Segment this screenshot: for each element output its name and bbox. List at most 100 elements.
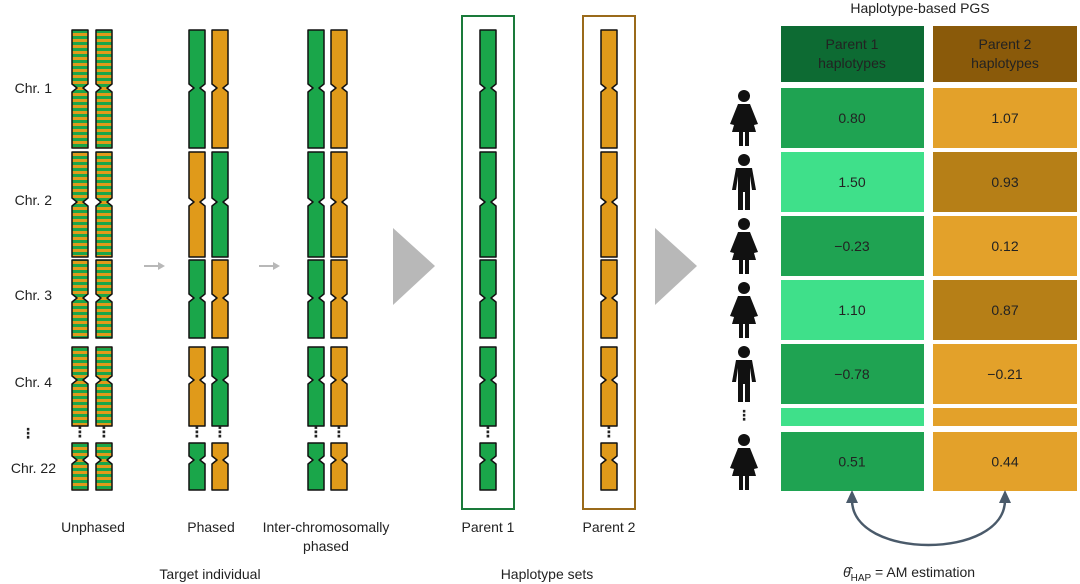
value-parent1-row-5: −0.78 — [834, 366, 870, 382]
chr-label-4: Chr. 4 — [15, 374, 53, 390]
header-parent1 — [781, 26, 924, 82]
parent1-chromosome-4 — [479, 346, 497, 427]
cell-parent2-gap — [933, 408, 1077, 426]
chr-label-3: Chr. 3 — [15, 287, 53, 303]
inter-phased-chromosome-1-b — [330, 29, 348, 149]
value-parent2-row-3: 0.12 — [991, 238, 1018, 254]
parent2-ellipsis: ⋮ — [602, 424, 617, 441]
parent1-chromosome-2 — [479, 151, 497, 258]
inter-phased-ellipsis-b: ⋮ — [332, 424, 347, 441]
person-female-icon-4 — [730, 282, 758, 338]
value-parent2-row-1: 1.07 — [991, 110, 1018, 126]
chr-label-22: Chr. 22 — [11, 460, 56, 476]
header-parent2-line2: haplotypes — [971, 55, 1039, 71]
unphased-chromosome-4-b — [95, 346, 113, 427]
stage-arrow-1 — [144, 262, 165, 270]
parent2-chromosome-1 — [600, 29, 618, 149]
chr-ellipsis: ⋮ — [21, 425, 35, 441]
label-haplotype-sets: Haplotype sets — [501, 566, 594, 582]
phased-chromosome-3-a — [188, 259, 206, 339]
unphased-ellipsis-b: ⋮ — [97, 424, 112, 441]
value-parent2-row-6: 0.44 — [991, 454, 1018, 470]
unphased-chromosome-2-b — [95, 151, 113, 258]
cell-parent2-row-2 — [933, 152, 1077, 212]
person-female-icon-6 — [730, 434, 758, 490]
cell-parent1-row-4 — [781, 280, 924, 340]
unphased-chromosome-5-a — [71, 442, 89, 491]
unphased-chromosome-3-b — [95, 259, 113, 339]
cell-parent1-gap — [781, 408, 924, 426]
theta-symbol: θ̂ — [843, 564, 854, 580]
phased-chromosome-5-a — [188, 442, 206, 491]
inter-phased-chromosome-3-a — [307, 259, 325, 339]
big-arrow-1 — [393, 228, 435, 305]
value-parent1-row-4: 1.10 — [838, 302, 865, 318]
person-male-icon-2 — [732, 154, 756, 210]
theta-rest: = AM estimation — [871, 564, 975, 580]
person-female-icon-3 — [730, 218, 758, 274]
chromosome-labels: Chr. 1 Chr. 2 Chr. 3 Chr. 4 ⋮ Chr. 22 — [11, 80, 56, 476]
theta-subscript: HAP — [851, 573, 872, 584]
value-parent2-row-2: 0.93 — [991, 174, 1018, 190]
inter-phased-chromosome-3-b — [330, 259, 348, 339]
parent1-chromosome-3 — [479, 259, 497, 339]
value-parent1-row-2: 1.50 — [838, 174, 865, 190]
cell-parent1-row-1 — [781, 88, 924, 148]
inter-phased-chromosome-5-a — [307, 442, 325, 491]
big-arrow-2 — [655, 228, 697, 305]
value-parent1-row-1: 0.80 — [838, 110, 865, 126]
person-female-icon-1 — [730, 90, 758, 146]
parent1-ellipsis: ⋮ — [481, 424, 496, 441]
inter-phased-chromosome-5-b — [330, 442, 348, 491]
cell-parent1-row-2 — [781, 152, 924, 212]
chr-label-1: Chr. 1 — [15, 80, 53, 96]
unphased-chromosome-1-b — [95, 29, 113, 149]
cell-parent2-row-1 — [933, 88, 1077, 148]
theta-formula: θ̂HAP = AM estimation — [843, 564, 975, 584]
parent2-chromosome-3 — [600, 259, 618, 339]
phased-chromosome-1-a — [188, 29, 206, 149]
parent1-box — [461, 15, 515, 510]
parent2-box — [582, 15, 636, 510]
parent2-chromosome-4 — [600, 346, 618, 427]
label-inter-line2: phased — [303, 538, 349, 554]
value-parent2-row-4: 0.87 — [991, 302, 1018, 318]
label-parent1: Parent 1 — [462, 519, 515, 535]
phased-chromosome-1-b — [211, 29, 229, 149]
label-target-individual: Target individual — [159, 566, 260, 582]
am-double-arrow — [846, 490, 1011, 547]
label-phased: Phased — [187, 519, 234, 535]
phased-chromosome-2-b — [211, 151, 229, 258]
phased-chromosome-4-a — [188, 346, 206, 427]
inter-phased-chromosome-4-b — [330, 346, 348, 427]
parent1-chromosome-1 — [479, 29, 497, 149]
label-inter-line1: Inter-chromosomally — [263, 519, 390, 535]
cell-parent2-row-5 — [933, 344, 1077, 404]
phased-chromosome-4-b — [211, 346, 229, 427]
unphased-chromosome-1-a — [71, 29, 89, 149]
header-parent2-line1: Parent 2 — [979, 36, 1032, 52]
phased-chromosome-3-b — [211, 259, 229, 339]
inter-phased-chromosome-1-a — [307, 29, 325, 149]
parent1-chromosome-5 — [479, 442, 497, 491]
people-ellipsis: ⋮ — [737, 407, 751, 423]
header-parent1-line1: Parent 1 — [826, 36, 879, 52]
label-unphased: Unphased — [61, 519, 125, 535]
inter-phased-chromosome-4-a — [307, 346, 325, 427]
label-parent2: Parent 2 — [583, 519, 636, 535]
unphased-chromosome-5-b — [95, 442, 113, 491]
phased-chromosome-2-a — [188, 151, 206, 258]
phased-ellipsis-a: ⋮ — [190, 424, 205, 441]
person-male-icon-5 — [732, 346, 756, 402]
unphased-ellipsis-a: ⋮ — [73, 424, 88, 441]
unphased-chromosome-4-a — [71, 346, 89, 427]
inter-phased-ellipsis-a: ⋮ — [309, 424, 324, 441]
header-parent2 — [933, 26, 1077, 82]
value-parent2-row-5: −0.21 — [987, 366, 1023, 382]
unphased-chromosome-3-a — [71, 259, 89, 339]
header-parent1-line2: haplotypes — [818, 55, 886, 71]
stage-arrow-2 — [259, 262, 280, 270]
parent2-chromosome-2 — [600, 151, 618, 258]
